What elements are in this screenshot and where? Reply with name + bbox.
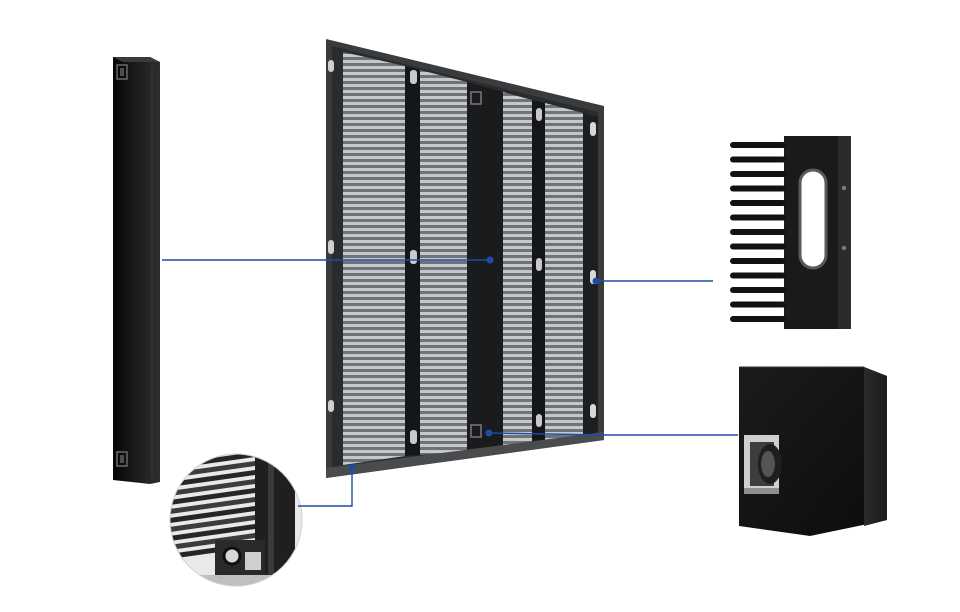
fin: [730, 156, 786, 163]
transparent-led-panel: [326, 39, 604, 478]
profile-fin: [170, 532, 259, 551]
fin-stack: [730, 142, 786, 322]
callout-dots: [348, 256, 600, 472]
fin: [730, 258, 786, 264]
corner-profile-detail: [169, 453, 303, 587]
fin: [730, 229, 786, 235]
fin: [730, 316, 786, 322]
fin: [730, 243, 786, 250]
fin: [730, 142, 786, 148]
fin: [730, 272, 786, 279]
profile-fin: [170, 487, 259, 506]
callout-corner-dot: [348, 464, 356, 472]
fin: [730, 214, 786, 221]
fin: [730, 171, 786, 177]
callout-box-dot: [485, 429, 493, 437]
profile-fin: [170, 523, 259, 542]
profile-fins: [170, 454, 259, 560]
profile-fin: [170, 514, 259, 533]
callout-corner-line: [298, 468, 353, 507]
edge-slot-detail: [728, 136, 851, 329]
fin: [730, 301, 786, 308]
callout-beam-dot: [486, 256, 494, 264]
profile-fin: [170, 505, 259, 524]
vertical-support-beam: [113, 57, 160, 484]
callout-slot-dot: [592, 277, 600, 285]
fin: [730, 200, 786, 206]
profile-fin: [170, 478, 259, 497]
fin: [730, 185, 786, 192]
profile-fin: [170, 469, 259, 488]
fin: [730, 287, 786, 293]
connector-box-detail: [739, 366, 887, 536]
callout-box-line: [488, 432, 738, 436]
profile-fin: [170, 460, 259, 479]
callout-lines: [162, 259, 738, 507]
profile-fin: [170, 496, 259, 515]
